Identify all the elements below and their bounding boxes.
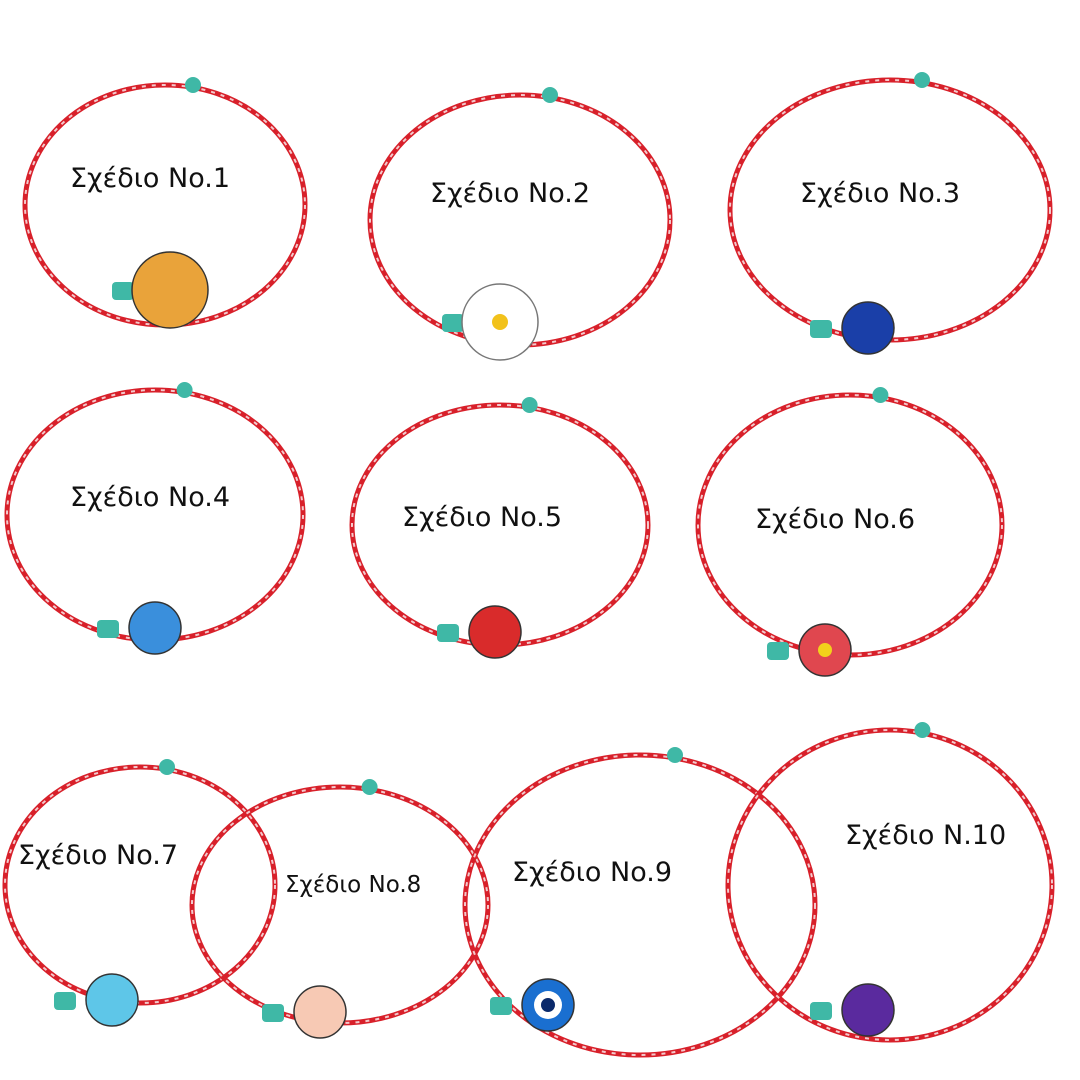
bracelet-cord-twist [369, 94, 671, 346]
slide-knot-bead [185, 77, 201, 93]
turquoise-bead [112, 282, 134, 300]
slide-knot-bead [667, 747, 683, 763]
label-design-7: Σχέδιο No.7 [18, 840, 179, 871]
bracelet-cord-twist [464, 754, 816, 1056]
label-design-8: Σχέδιο No.8 [285, 872, 422, 898]
slide-knot-bead [176, 382, 193, 398]
turquoise-bead [437, 624, 459, 642]
label-design-3: Σχέδιο No.3 [800, 178, 961, 209]
slide-knot-bead [521, 397, 538, 413]
bracelet-cord [189, 784, 491, 1026]
turquoise-bead [490, 997, 512, 1015]
evil-eye-pupil [541, 998, 555, 1012]
slide-knot-bead [542, 87, 558, 103]
slide-knot-bead [914, 722, 931, 738]
smiley-charm-icon [128, 601, 182, 655]
turquoise-bead [442, 314, 464, 332]
bracelet-cord [727, 77, 1053, 343]
slide-knot-bead [361, 779, 378, 795]
bracelet-cord-twist [727, 729, 1053, 1041]
label-design-10: Σχέδιο N.10 [845, 820, 1007, 851]
turquoise-bead [810, 320, 832, 338]
bracelet-cord [462, 752, 818, 1058]
label-design-2: Σχέδιο No.2 [430, 178, 591, 209]
bracelet-cord [725, 727, 1055, 1043]
blue-gummy-bear-charm-icon [85, 973, 139, 1027]
label-design-1: Σχέδιο No.1 [70, 163, 231, 194]
bracelet-cord-twist [24, 84, 306, 326]
label-design-4: Σχέδιο No.4 [70, 482, 231, 513]
flower-center [818, 643, 832, 657]
label-design-6: Σχέδιο No.6 [755, 504, 916, 535]
slide-knot-bead [914, 72, 930, 88]
paw-charm-icon [841, 301, 895, 355]
turquoise-bead [767, 642, 789, 660]
bracelet-cord [2, 764, 278, 1006]
bracelet-cord-twist [191, 786, 489, 1024]
apple-charm-icon [468, 605, 522, 659]
pink-gummy-bear-charm-icon [293, 985, 347, 1039]
turquoise-bead [54, 992, 76, 1010]
label-design-9: Σχέδιο No.9 [512, 857, 673, 888]
bracelet-cord-twist [4, 766, 276, 1004]
turquoise-bead [97, 620, 119, 638]
bracelet-cord-twist [729, 79, 1051, 341]
bracelet-cord-twist [6, 389, 304, 641]
slide-knot-bead [872, 387, 889, 403]
rainbow-hexagon-charm-icon [131, 251, 209, 329]
turquoise-bead [262, 1004, 284, 1022]
label-design-5: Σχέδιο No.5 [402, 502, 563, 533]
slide-knot-bead [159, 759, 175, 775]
turquoise-bead [810, 1002, 832, 1020]
daisy-center [492, 314, 508, 330]
heart-charm-icon [841, 983, 895, 1037]
